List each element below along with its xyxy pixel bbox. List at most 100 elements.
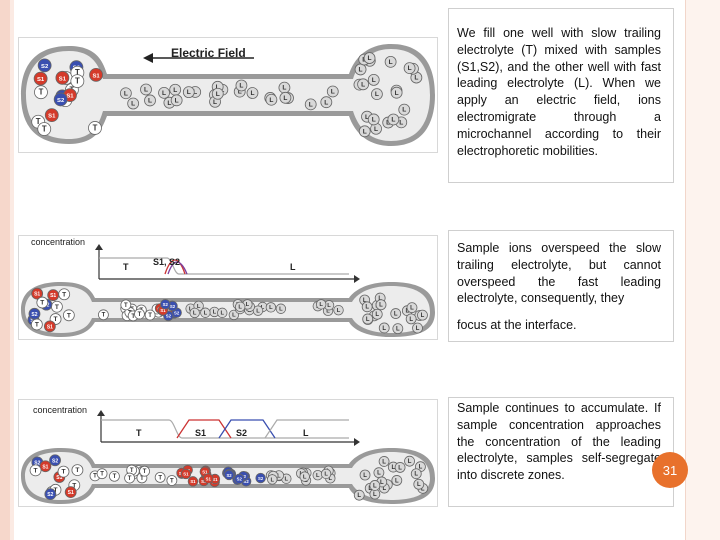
ion-t (109, 470, 120, 482)
ion-s2 (223, 469, 235, 481)
text-panel-3 (448, 397, 674, 507)
ion-label: T (128, 476, 132, 482)
ion-l (320, 468, 332, 480)
concentration-label: concentration (33, 405, 87, 415)
ion-l (265, 302, 277, 313)
ion-t (144, 309, 156, 321)
ion-label: S2 (226, 473, 232, 478)
ion-label: L (204, 311, 208, 317)
ion-t (71, 464, 84, 476)
ion-s2 (49, 454, 61, 467)
ion-label: L (380, 480, 384, 486)
ion-label: L (131, 101, 135, 108)
trailing-profile (101, 419, 349, 439)
ion-label: L (277, 473, 281, 479)
ion-label: T (143, 469, 147, 475)
ion-l (119, 87, 132, 100)
ion-label: L (337, 308, 341, 314)
ion-l (394, 462, 406, 473)
ion-label: L (213, 99, 217, 106)
ion-label: L (324, 99, 328, 106)
ion-label: L (124, 90, 128, 97)
ion-t (36, 296, 49, 309)
ion-label: L (372, 117, 376, 124)
ion-l (170, 94, 183, 107)
label-s2: S2 (236, 428, 247, 438)
ion-label: T (113, 474, 117, 480)
ion-label: L (416, 326, 420, 332)
ion-label: S2 (243, 479, 249, 484)
ion-s2 (53, 92, 68, 107)
ion-s2 (37, 58, 52, 73)
ion-l (140, 83, 152, 96)
ion-label: L (373, 492, 377, 498)
y-axis-head (95, 244, 103, 250)
ion-label: S1 (56, 475, 62, 481)
ion-label: T (34, 467, 38, 474)
ion-t (34, 85, 48, 100)
ion-label: T (75, 467, 79, 474)
figure-electric-field: Electric Field TS1S2TTS1S2TTS1S2TTS1S2TT… (18, 37, 438, 153)
ion-label: L (285, 477, 289, 483)
ion-s1 (43, 320, 56, 333)
ion-l (391, 475, 403, 486)
ion-label: T (54, 316, 58, 323)
ion-label: L (193, 311, 197, 317)
ion-label: L (368, 486, 372, 492)
ion-label: L (382, 486, 386, 492)
ion-label: L (391, 117, 395, 124)
ion-s1 (31, 287, 44, 300)
ion-label: L (144, 87, 148, 94)
ion-label: T (61, 469, 65, 476)
ion-l (315, 299, 327, 310)
ion-l (390, 308, 402, 319)
ion-label: T (75, 68, 80, 77)
ion-label: L (220, 311, 224, 317)
ion-label: T (72, 482, 76, 489)
ion-label: L (398, 465, 402, 471)
ion-label: S1 (59, 76, 67, 82)
ion-label: L (232, 313, 236, 319)
s1-peak (164, 259, 186, 275)
ion-t (88, 121, 102, 135)
ion-l (361, 301, 373, 313)
ion-l (267, 474, 278, 485)
ion-label: S2 (163, 302, 169, 307)
ion-l (127, 97, 140, 110)
ion-label: L (375, 91, 379, 98)
ion-label: S1 (68, 490, 74, 496)
label-s1: S1 (195, 428, 206, 438)
ion-label: L (187, 89, 191, 96)
ion-label: L (162, 90, 166, 97)
ion-label: L (399, 119, 403, 126)
ion-label: L (283, 95, 287, 102)
ion-t (37, 122, 52, 136)
ion-label: L (357, 493, 361, 499)
ion-l (275, 303, 287, 314)
ion-label: L (239, 83, 243, 90)
ion-label: S1 (47, 324, 53, 330)
ion-label: L (327, 303, 331, 309)
ion-label: L (408, 65, 412, 72)
ion-label: T (53, 487, 57, 494)
label-s1-s2: S1, S2 (153, 257, 180, 267)
ion-l (189, 307, 200, 319)
ion-label: L (391, 465, 395, 471)
ion-label: L (197, 304, 201, 310)
label-l: L (303, 428, 309, 438)
ion-label: L (363, 128, 367, 135)
ion-label: L (216, 91, 220, 98)
ion-l (363, 52, 376, 64)
ion-label: L (238, 305, 242, 311)
ion-t (124, 472, 135, 484)
ion-label: T (100, 472, 104, 478)
leading-profile (264, 419, 349, 439)
ion-label: L (213, 310, 217, 316)
ion-label: T (131, 314, 135, 320)
ion-label: L (316, 473, 320, 479)
focusing-diagram: concentration T S1, S2 L TS1TS2TS1TS2TS1… (21, 237, 435, 337)
ion-l (403, 62, 416, 75)
ion-t (139, 465, 150, 477)
ion-label: L (421, 486, 425, 492)
ion-l (390, 86, 403, 99)
